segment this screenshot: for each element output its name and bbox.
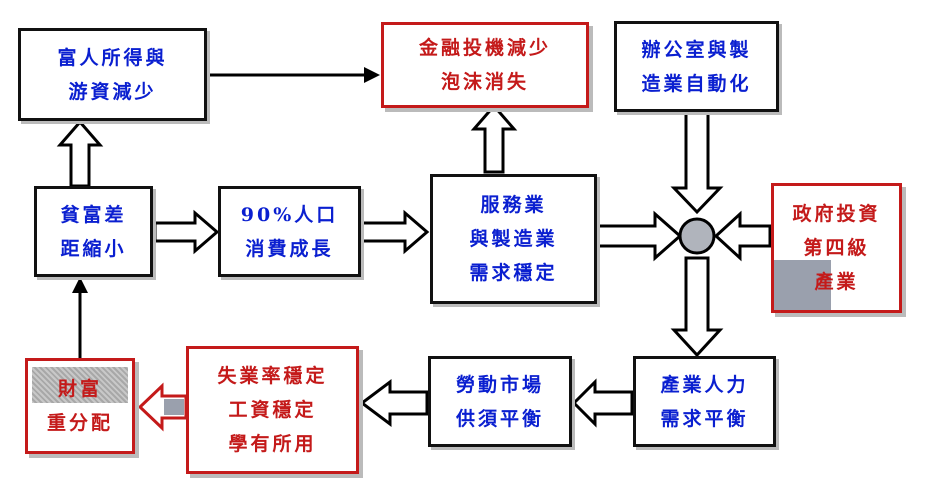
node-labor-market: 勞動市場 供須平衡 xyxy=(428,356,572,447)
node-office-automation-line-1: 辦公室與製 xyxy=(641,38,752,61)
node-population-growth-line-1: 90%人口 xyxy=(240,203,339,226)
hollow-arrow-service-to-hub xyxy=(596,210,683,262)
node-service-demand-line-1: 服務業 xyxy=(480,194,547,216)
node-service-demand-line-3: 需求穩定 xyxy=(469,262,558,284)
red-arrow-shade xyxy=(164,399,184,415)
node-wealth-gap-line-2: 距縮小 xyxy=(60,237,127,260)
node-finance-speculation-line-2: 泡沫消失 xyxy=(440,71,529,93)
node-wealth-gap-line-1: 貧富差 xyxy=(60,203,127,226)
node-population-growth: 90%人口 消費成長 xyxy=(218,186,361,277)
hollow-arrow-gov-to-hub xyxy=(713,210,772,262)
arrowhead-finance xyxy=(364,67,380,83)
node-finance-speculation: 金融投機減少 泡沫消失 xyxy=(381,22,589,108)
hollow-arrow-office-to-hub xyxy=(670,108,724,215)
node-wealthy-income-line-1: 富人所得與 xyxy=(57,46,168,69)
node-gov-investment-line-1: 政府投資 xyxy=(792,203,881,225)
red-arrow-employment-to-redistribution xyxy=(137,382,188,432)
node-service-demand-line-2: 與製造業 xyxy=(469,228,558,250)
node-redistribution: 財富 重分配 xyxy=(25,358,135,454)
node-population-growth-line-2: 消費成長 xyxy=(245,237,334,260)
node-labor-market-line-1: 勞動市場 xyxy=(455,373,544,396)
node-gov-investment-line-3: 產業 xyxy=(814,271,859,293)
hollow-arrow-gap-to-population xyxy=(153,209,220,255)
hollow-arrow-population-to-service xyxy=(360,209,430,255)
node-wealth-gap: 貧富差 距縮小 xyxy=(34,186,153,277)
node-wealthy-income: 富人所得與 游資減少 xyxy=(18,28,207,121)
hollow-arrow-gap-to-wealth xyxy=(56,119,104,188)
node-labor-market-line-2: 供須平衡 xyxy=(455,407,544,430)
node-industry-manpower-line-1: 產業人力 xyxy=(660,373,749,396)
node-employment-line-2: 工資穩定 xyxy=(228,399,317,421)
redistribution-shade xyxy=(32,367,128,403)
arrowhead-gap xyxy=(72,277,88,293)
node-gov-investment: 政府投資 第四級 產業 xyxy=(771,183,902,313)
node-employment: 失業率穩定 工資穩定 學有所用 xyxy=(186,346,359,474)
hollow-arrow-labor-to-employment xyxy=(359,379,429,427)
node-employment-line-3: 學有所用 xyxy=(228,433,317,455)
node-service-demand: 服務業 與製造業 需求穩定 xyxy=(430,174,597,304)
node-office-automation: 辦公室與製 造業自動化 xyxy=(614,21,779,112)
hub-circle xyxy=(678,217,716,255)
node-industry-manpower: 產業人力 需求平衡 xyxy=(633,356,776,447)
node-wealthy-income-line-2: 游資減少 xyxy=(68,80,157,103)
gov-investment-shade xyxy=(774,260,831,310)
hollow-arrow-service-to-finance xyxy=(470,103,518,174)
node-office-automation-line-2: 造業自動化 xyxy=(641,72,752,95)
node-redistribution-line-2: 重分配 xyxy=(46,412,113,434)
node-finance-speculation-line-1: 金融投機減少 xyxy=(418,37,551,59)
node-employment-line-1: 失業率穩定 xyxy=(217,365,328,387)
hollow-arrow-hub-to-industry xyxy=(670,256,724,358)
node-gov-investment-line-2: 第四級 xyxy=(803,237,870,259)
node-industry-manpower-line-2: 需求平衡 xyxy=(660,407,749,430)
hollow-arrow-industry-to-labor xyxy=(571,378,634,428)
node-redistribution-line-1: 財富 xyxy=(57,378,102,400)
